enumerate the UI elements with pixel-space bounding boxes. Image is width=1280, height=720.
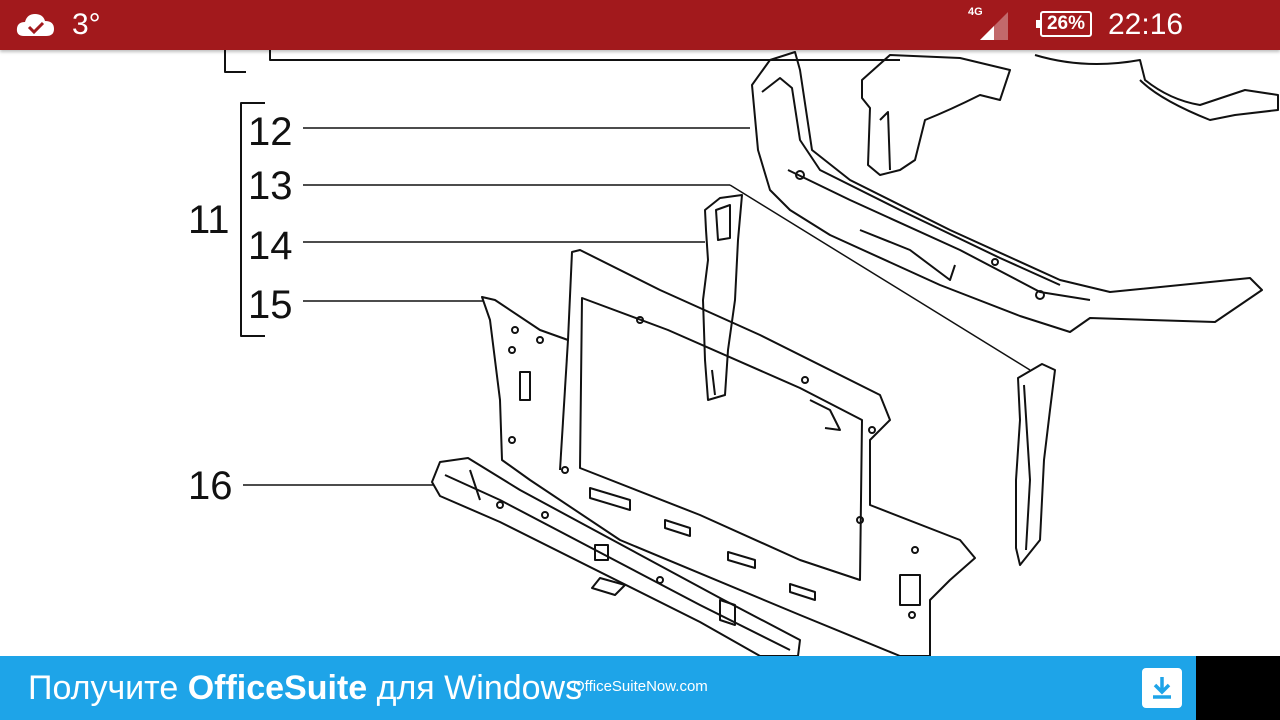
ad-side-panel [1196,656,1280,720]
signal-icon [980,12,1008,40]
ad-url[interactable]: OfficeSuiteNow.com [573,678,708,695]
parts-diagram[interactable]: 11 12 13 14 15 16 [0,50,1280,656]
temperature: 3° [72,8,101,41]
network-type: 4G [968,6,983,18]
ad-headline-post: для Windows [367,669,583,707]
status-bar: 3° 4G 26% 22:16 [0,0,1280,50]
ad-headline[interactable]: Получите OfficeSuite для Windows [28,668,582,708]
battery-indicator: 26% [1036,11,1092,37]
parts-drawing [224,50,1279,656]
clock: 22:16 [1108,8,1184,41]
callout-16[interactable]: 16 [188,464,233,508]
callout-15[interactable]: 15 [248,283,293,327]
ad-headline-brand: OfficeSuite [187,669,368,707]
cloud-check-icon [16,14,54,36]
callout-14[interactable]: 14 [248,224,293,268]
ad-banner[interactable]: Получите OfficeSuite для Windows OfficeS… [0,656,1196,720]
callout-12[interactable]: 12 [248,110,293,154]
ad-download-button[interactable] [1142,668,1182,708]
ad-headline-pre: Получите [28,669,188,707]
callout-13[interactable]: 13 [248,164,293,208]
callout-11[interactable]: 11 [188,198,230,242]
download-icon [1153,677,1171,699]
